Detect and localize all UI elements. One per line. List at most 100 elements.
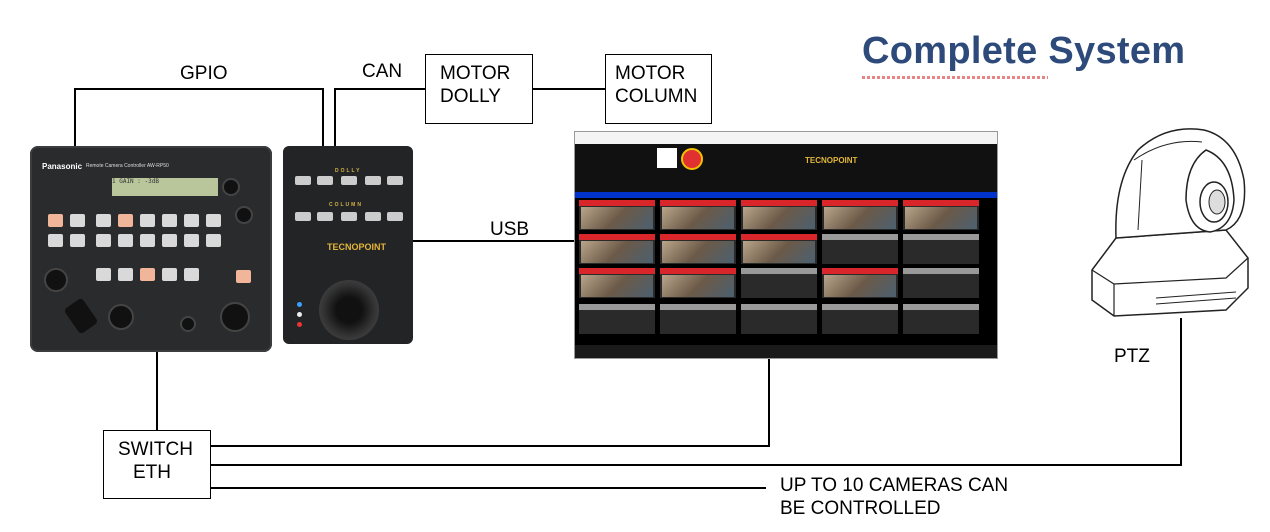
can-line-horizontal <box>334 88 426 90</box>
controller-knob-2 <box>235 206 253 224</box>
controller-key <box>206 214 221 227</box>
motor-dolly-line-1: MOTOR <box>440 63 511 84</box>
dolly-button <box>341 176 357 185</box>
preset-cell <box>741 234 817 264</box>
controller-key <box>70 214 85 227</box>
column-button <box>295 212 311 221</box>
preset-cell <box>822 234 898 264</box>
motor-column-line-1: MOTOR <box>615 63 686 84</box>
cameras-note-line-1: UP TO 10 CAMERAS CAN <box>780 475 1009 496</box>
gpio-line-left-vertical <box>74 88 76 146</box>
controller-to-switch-line <box>156 352 158 430</box>
cameras-note-line-2: BE CONTROLLED <box>780 498 941 519</box>
preset-cell <box>741 200 817 230</box>
controller-knob-1 <box>222 178 240 196</box>
controller-brand: Panasonic <box>42 162 83 171</box>
pan-tilt-joystick <box>220 302 250 332</box>
column-button <box>365 212 381 221</box>
focus-knob <box>108 304 134 330</box>
switch-eth-box: SWITCH ETH <box>103 430 211 499</box>
preset-cell <box>903 234 979 264</box>
preset-cell <box>579 268 655 298</box>
preset-cell <box>579 234 655 264</box>
pan-tilt-speed-knob <box>180 316 196 332</box>
status-led <box>297 312 302 317</box>
motor-column-line-2: COLUMN <box>615 86 698 107</box>
preset-cell <box>660 200 736 230</box>
gpio-line-horizontal <box>74 88 324 90</box>
spellcheck-underline <box>862 76 1048 79</box>
column-button <box>341 212 357 221</box>
usb-line <box>413 240 574 242</box>
camera-controller-device: Panasonic Remote Camera Controller AW-RP… <box>30 146 272 352</box>
controller-key <box>96 234 111 247</box>
controller-key <box>96 268 111 281</box>
controller-lcd: 1 GAIN : -3dB <box>112 178 218 196</box>
preset-cell <box>903 200 979 230</box>
controller-key <box>184 234 199 247</box>
controller-key <box>48 234 63 247</box>
switch-to-ptz-horizontal <box>210 464 1182 466</box>
dolly-button <box>387 176 403 185</box>
camera-number-display <box>657 148 677 168</box>
ptz-label: PTZ <box>1114 346 1150 367</box>
controller-lcd-text: 1 GAIN : -3dB <box>112 178 159 185</box>
controller-key <box>118 214 133 227</box>
iris-knob <box>44 268 68 292</box>
controller-key <box>236 270 251 283</box>
preset-cell <box>660 268 736 298</box>
controller-key <box>118 268 133 281</box>
switch-to-ptz-vertical <box>1180 318 1182 466</box>
controller-key <box>140 234 155 247</box>
status-led <box>297 322 302 327</box>
controller-key <box>70 234 85 247</box>
switch-extra-line <box>210 487 766 489</box>
controller-key <box>140 268 155 281</box>
controller-key <box>184 214 199 227</box>
preset-cell <box>822 200 898 230</box>
preset-cell <box>741 304 817 334</box>
can-label: CAN <box>362 61 403 82</box>
dolly-button <box>295 176 311 185</box>
preset-cell <box>822 268 898 298</box>
switch-to-pc-horizontal <box>210 445 770 447</box>
windows-taskbar <box>575 345 997 358</box>
controller-key <box>140 214 155 227</box>
control-software-screen: TECNOPOINT <box>574 131 998 359</box>
column-section-label: COLUMN <box>329 202 363 208</box>
can-line-vertical <box>334 88 336 146</box>
tecnopoint-logo: TECNOPOINT <box>327 242 387 252</box>
joystick-icon <box>319 280 379 340</box>
preset-cell <box>903 304 979 334</box>
software-logo: TECNOPOINT <box>805 156 858 165</box>
gpio-line-right-vertical <box>322 88 324 146</box>
preset-cell <box>579 304 655 334</box>
motor-dolly-box: MOTOR DOLLY <box>425 54 533 124</box>
column-button <box>387 212 403 221</box>
usb-label: USB <box>490 219 530 240</box>
stop-icon <box>681 148 703 170</box>
ptz-camera-icon <box>1091 128 1249 317</box>
column-button <box>317 212 333 221</box>
motor-column-box: MOTOR COLUMN <box>605 54 712 124</box>
preset-cell <box>822 304 898 334</box>
gpio-label: GPIO <box>180 63 228 84</box>
cameras-note: UP TO 10 CAMERAS CAN BE CONTROLLED <box>780 474 1008 520</box>
preset-cell <box>579 200 655 230</box>
preset-cell <box>741 268 817 298</box>
switch-eth-line-2: ETH <box>133 462 171 483</box>
controller-model: Remote Camera Controller AW-RP50 <box>86 163 169 169</box>
controller-key <box>206 234 221 247</box>
controller-key <box>162 214 177 227</box>
dolly-to-column-line <box>532 88 606 90</box>
controller-key <box>162 234 177 247</box>
switch-eth-line-1: SWITCH <box>118 439 193 460</box>
dolly-section-label: DOLLY <box>335 168 362 174</box>
preset-header-bar <box>575 192 997 198</box>
preset-cell <box>903 268 979 298</box>
controller-key <box>96 214 111 227</box>
page-title: Complete System <box>862 30 1186 72</box>
controller-key <box>162 268 177 281</box>
zoom-lever <box>63 297 99 335</box>
status-led <box>297 302 302 307</box>
